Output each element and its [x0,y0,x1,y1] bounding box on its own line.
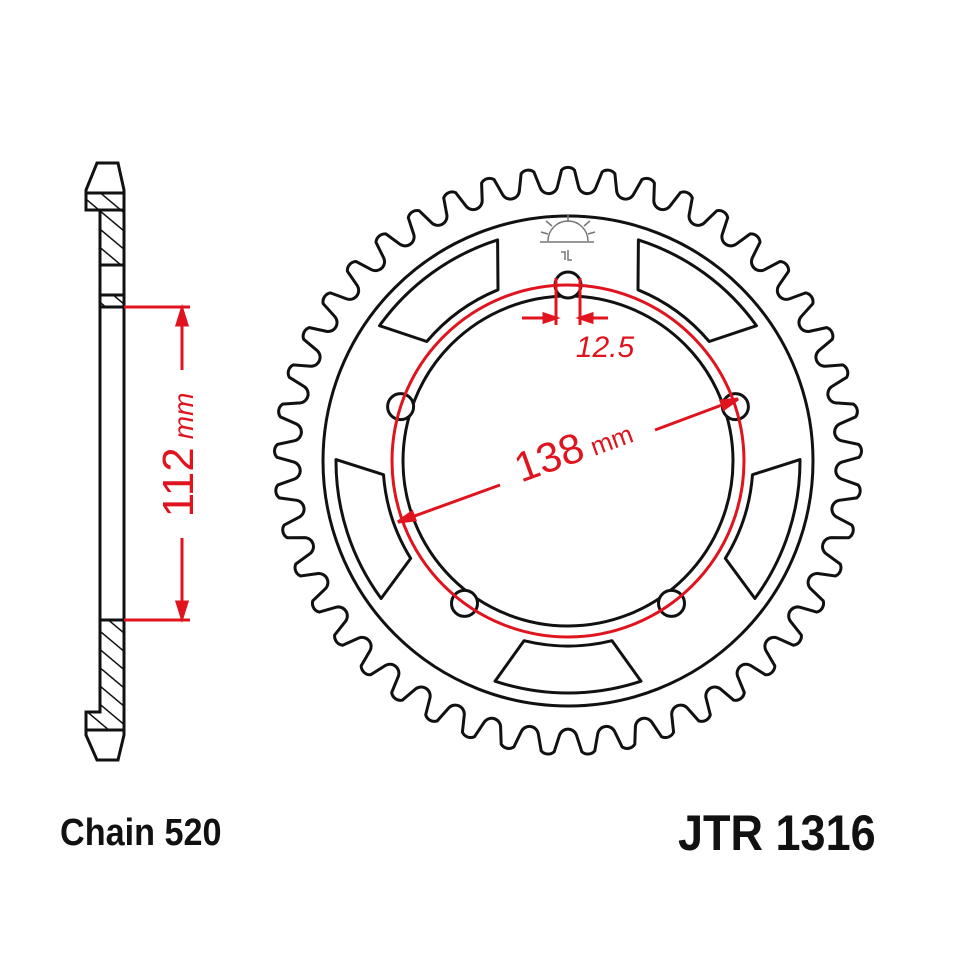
lightening-windows [334,238,802,695]
bolt-circle-dimension [390,278,746,639]
lightening-window [378,238,500,343]
center-bore-label: 112mm [154,393,203,518]
lightening-window [493,639,643,695]
lightening-window [723,458,802,600]
lightening-window [636,238,758,343]
bolt-hole-label: 12.5 [576,331,635,364]
brand-logo [540,214,596,261]
chain-size-label: Chain 520 [60,812,222,854]
lightening-window [334,458,413,600]
center-bore-dimension [124,303,190,624]
part-number-label: JTR 1316 [678,805,876,861]
side-profile [84,161,126,762]
